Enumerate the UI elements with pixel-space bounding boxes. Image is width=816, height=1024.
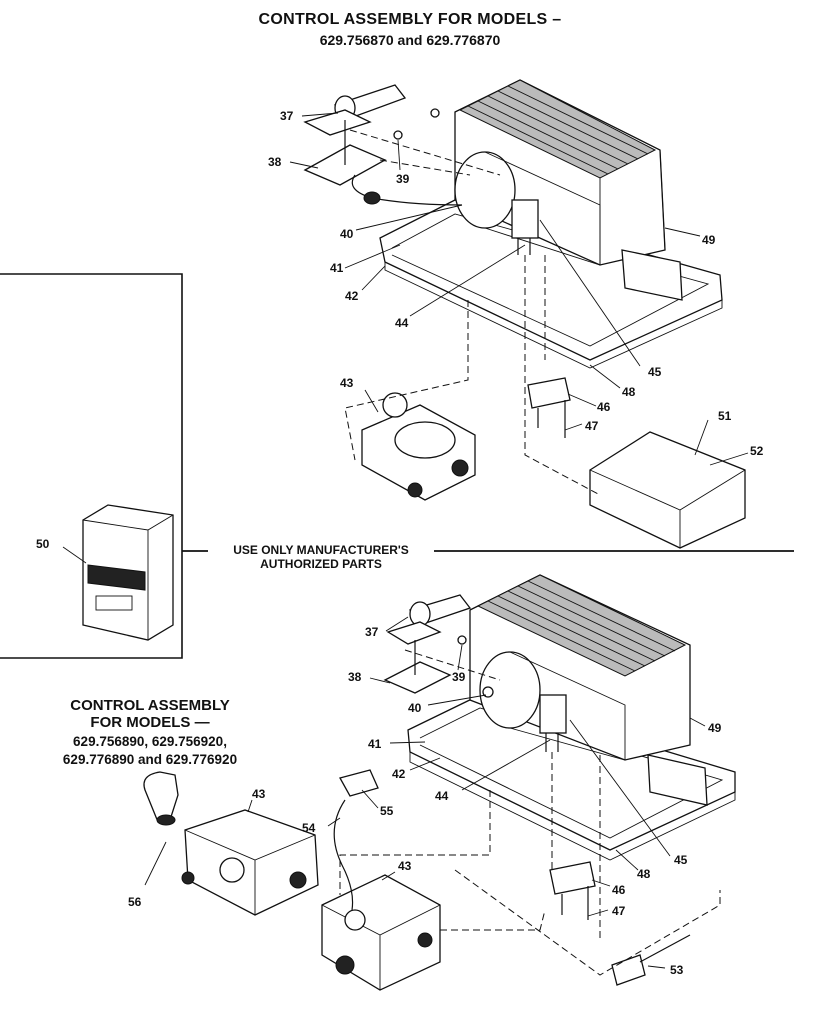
upper-assembly-title: CONTROL ASSEMBLY FOR MODELS –: [258, 11, 562, 28]
callout-47: 47: [585, 419, 599, 433]
callout-40: 40: [340, 227, 354, 241]
upper-heater-assembly: [303, 79, 746, 549]
callout-40-lower: 40: [408, 701, 422, 715]
callout-52: 52: [750, 444, 764, 458]
lower-callouts: 37 38 39 40 41 42 43 43 44 45 46 47 48 4…: [128, 625, 722, 977]
callout-42: 42: [345, 289, 359, 303]
lower-heater-assembly: [143, 574, 736, 991]
callout-48-lower: 48: [637, 867, 651, 881]
callout-43: 43: [340, 376, 354, 390]
callout-39-lower: 39: [452, 670, 466, 684]
callout-54: 54: [302, 821, 316, 835]
lower-leader-lines: [144, 616, 706, 969]
notice-line-2: AUTHORIZED PARTS: [208, 557, 434, 572]
callout-45: 45: [648, 365, 662, 379]
lower-assembly-models-1: 629.756890, 629.756920,: [73, 734, 227, 749]
callout-37-lower: 37: [365, 625, 379, 639]
lower-assembly-models-2: 629.776890 and 629.776920: [62, 752, 238, 767]
callout-46: 46: [597, 400, 611, 414]
callout-38: 38: [268, 155, 282, 169]
callout-41: 41: [330, 261, 344, 275]
callout-44-lower: 44: [435, 789, 449, 803]
upper-assembly-models: 629.756870 and 629.776870: [319, 32, 501, 48]
callout-48: 48: [622, 385, 636, 399]
callout-49: 49: [702, 233, 716, 247]
callout-37: 37: [280, 109, 294, 123]
callout-53: 53: [670, 963, 684, 977]
lower-assembly-subtitle: FOR MODELS —: [90, 714, 210, 731]
notice-line-1: USE ONLY MANUFACTURER'S: [208, 543, 434, 558]
callout-50: 50: [36, 537, 50, 551]
callout-41-lower: 41: [368, 737, 382, 751]
callout-43-lower-right: 43: [398, 859, 412, 873]
callout-55: 55: [380, 804, 394, 818]
callout-38-lower: 38: [348, 670, 362, 684]
lower-assembly-title: CONTROL ASSEMBLY: [70, 697, 230, 714]
inset-box: 50: [0, 273, 183, 659]
callout-49-lower: 49: [708, 721, 722, 735]
callout-56: 56: [128, 895, 142, 909]
upper-leader-lines: [289, 112, 749, 466]
callout-46-lower: 46: [612, 883, 626, 897]
upper-callouts: 37 38 39 40 41 42 43 44 45 46 47 48 49 5…: [268, 109, 764, 458]
callout-44: 44: [395, 316, 409, 330]
callout-51: 51: [718, 409, 732, 423]
callout-47-lower: 47: [612, 904, 626, 918]
callout-43-lower-left: 43: [252, 787, 266, 801]
callout-39: 39: [396, 172, 410, 186]
callout-42-lower: 42: [392, 767, 406, 781]
callout-45-lower: 45: [674, 853, 688, 867]
